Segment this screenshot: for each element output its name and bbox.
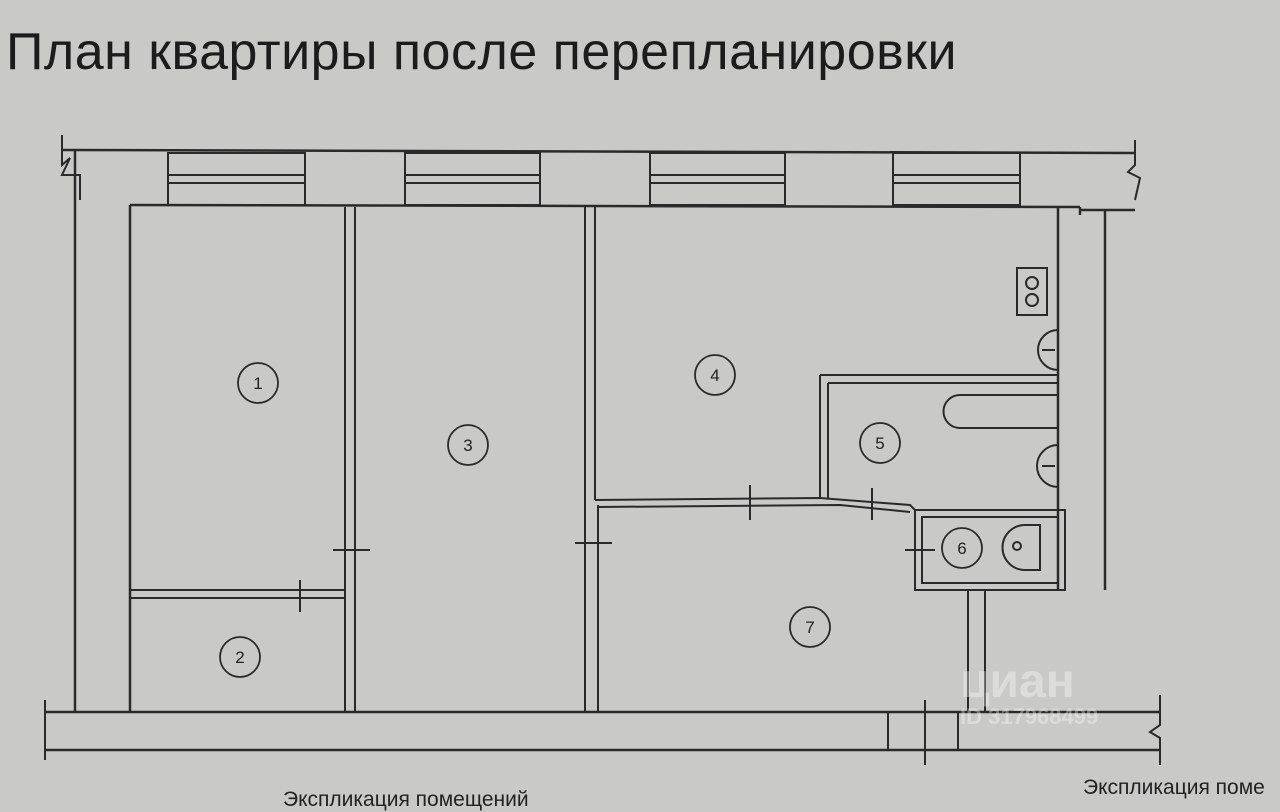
door-marks [299, 485, 935, 765]
bathtub-icon [942, 394, 1059, 429]
exterior-walls [44, 135, 1161, 765]
room-2-label: 2 [235, 648, 244, 667]
room-4-label: 4 [710, 366, 719, 385]
room-6-label: 6 [957, 539, 966, 558]
sink-icon [1037, 329, 1059, 371]
interior-walls [130, 207, 1066, 750]
stove-icon [1016, 267, 1048, 316]
room-markers [219, 354, 983, 678]
watermark-brand: циан [960, 655, 1075, 708]
bath-sink-icon [1036, 444, 1059, 488]
room-7-label: 7 [805, 618, 814, 637]
watermark-id: ID 317968499 [960, 704, 1099, 729]
plan-title: План квартиры после перепланировки [6, 23, 958, 81]
watermark: циан ID 317968499 [960, 655, 1099, 730]
room-3-label: 3 [463, 436, 472, 455]
room-5-label: 5 [875, 434, 884, 453]
room-1-label: 1 [253, 374, 262, 393]
legend-left-heading: Экспликация помещений [283, 788, 529, 811]
toilet-icon [1001, 524, 1041, 571]
windows [167, 152, 1021, 206]
fixtures [942, 267, 1059, 571]
legend-right-heading: Экспликация поме [1083, 776, 1265, 799]
